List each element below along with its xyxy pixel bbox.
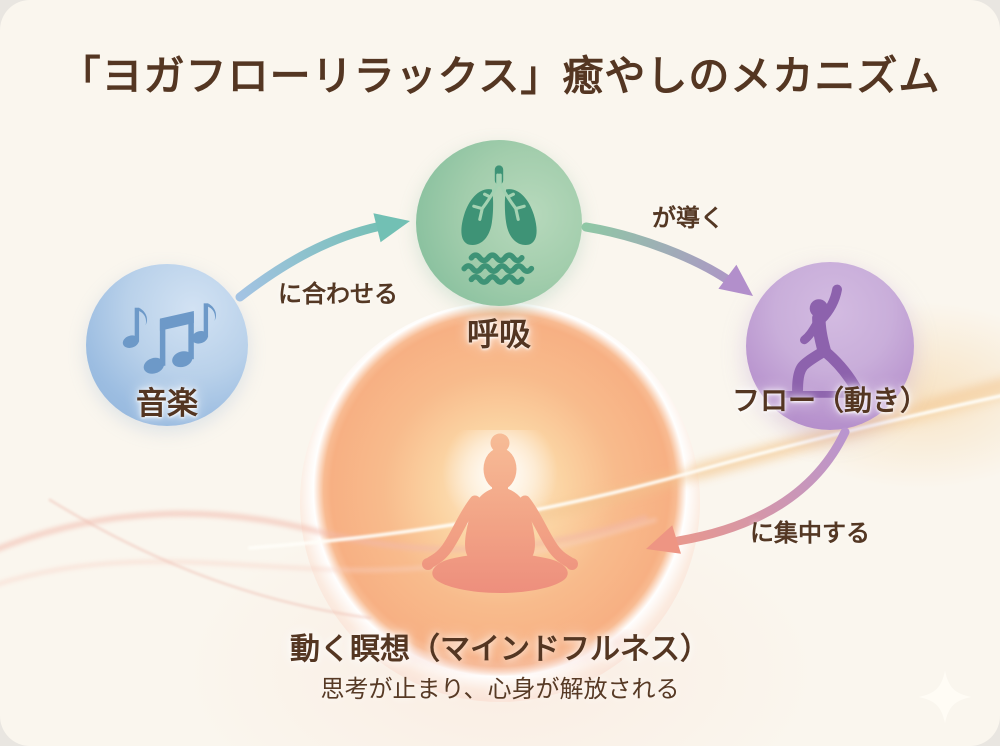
node-flow-label: フロー（動き） (731, 385, 928, 416)
node-flow (746, 262, 914, 430)
meditation-icon (422, 430, 578, 593)
music-notes-icon (122, 303, 217, 374)
yoga-pose-icon (779, 284, 865, 398)
arrow-label-lead: が導く (652, 205, 724, 232)
node-music (86, 264, 248, 426)
arrow-label-sync: に合わせる (278, 281, 398, 308)
meditation-caption: 思考が止まり、心身が解放される (320, 676, 680, 703)
node-breath-label: 呼吸 (466, 316, 531, 352)
arrow-label-focus: に集中する (750, 520, 870, 547)
node-music-label: 音楽 (136, 386, 198, 421)
lungs-icon (461, 165, 537, 285)
node-breath (416, 140, 582, 306)
meditation-label: 動く瞑想（マインドフルネス） (290, 633, 710, 666)
sparkle-icon (918, 670, 972, 724)
diagram-title: 「ヨガフローリラックス」癒やしのメカニズム (59, 53, 941, 99)
